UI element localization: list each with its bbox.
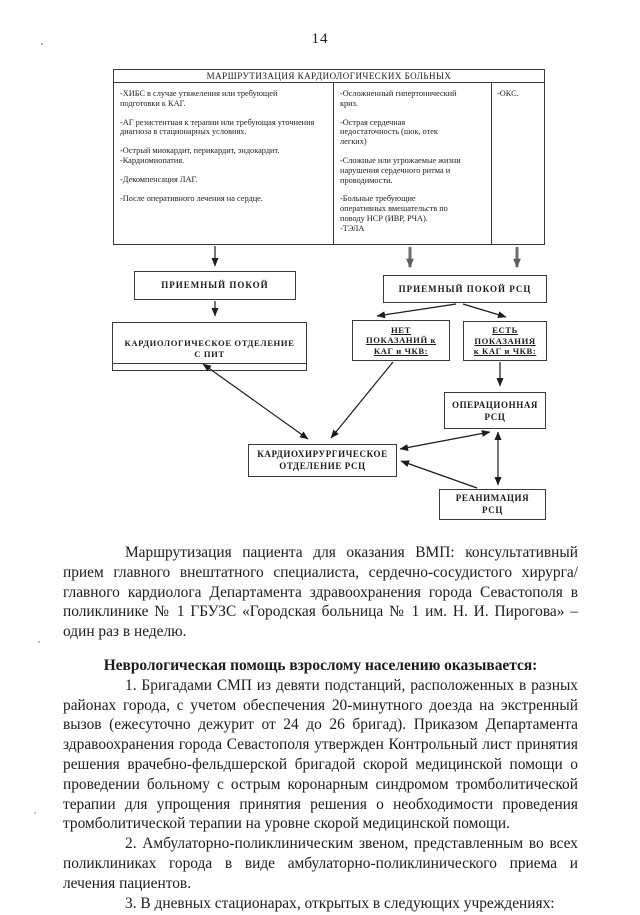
- arrow-no-indications-to-cardiosurgery: [330, 361, 394, 439]
- flow-box-cardiology-dept-empty-row: [113, 375, 306, 392]
- arrow-rsc-to-no-indications: [376, 303, 457, 319]
- paragraph-vmp-routing: Маршрутизация пациента для оказания ВМП:…: [63, 544, 578, 641]
- table-cell-item: -ОКС.: [497, 89, 519, 98]
- table-cell-item: -ХИБС в случае утяжеления или требующей …: [120, 89, 278, 108]
- scan-speck: [38, 641, 40, 643]
- scan-speck: [41, 43, 43, 45]
- routing-table-body: -ХИБС в случае утяжеления или требующей …: [114, 83, 544, 244]
- routing-table-col2: -Осложненный гипертонический криз. -Остр…: [334, 83, 492, 244]
- table-cell-item: -Острый миокардит, перикардит, эндокарди…: [120, 146, 280, 165]
- table-cell-item: -Сложные или угрожаемые жизни нарушения …: [340, 155, 461, 185]
- flow-box-reanimation-rsc: РЕАНИМАЦИЯ РСЦ: [439, 489, 546, 520]
- page-number: 14: [311, 31, 329, 47]
- flow-box-operating-rsc: ОПЕРАЦИОННАЯ РСЦ: [444, 392, 546, 429]
- body-text: Маршрутизация пациента для оказания ВМП:…: [63, 543, 578, 913]
- scan-speck: [34, 812, 36, 814]
- flow-box-reception-rsc: ПРИЕМНЫЙ ПОКОЙ РСЦ: [383, 275, 547, 303]
- arrow-cardiosurgery-operating: [399, 430, 491, 451]
- table-cell-item: -Острая сердечная недостаточность (шок, …: [340, 117, 438, 147]
- flow-box-cardiology-dept-label: КАРДИОЛОГИЧЕСКОЕ ОТДЕЛЕНИЕ С ПИТ: [113, 334, 306, 364]
- arrow-reanimation-to-cardiosurgery: [400, 460, 478, 489]
- paragraph-item-1: 1. Бригадами СМП из девяти подстанций, р…: [63, 676, 578, 833]
- routing-table-col1: -ХИБС в случае утяжеления или требующей …: [114, 83, 334, 244]
- routing-table-title: МАРШРУТИЗАЦИЯ КАРДИОЛОГИЧЕСКИХ БОЛЬНЫХ: [114, 70, 544, 83]
- table-cell-item: -После оперативного лечения на сердце.: [120, 193, 263, 203]
- table-cell-item: -АГ резистентная к терапии или требующая…: [120, 117, 315, 137]
- routing-table-col3: -ОКС.: [492, 83, 544, 244]
- table-cell-item: -Больные требующие оперативных вмешатель…: [340, 194, 448, 233]
- flow-box-has-indications: ЕСТЬ ПОКАЗАНИЯ к КАГ и ЧКВ:: [463, 321, 547, 361]
- table-cell-item: -Осложненный гипертонический криз.: [340, 89, 457, 108]
- section-heading-neurology: Неврологическая помощь взрослому населен…: [103, 656, 538, 674]
- flow-box-reception: ПРИЕМНЫЙ ПОКОЙ: [134, 271, 296, 300]
- flow-box-cardiology-dept: КАРДИОЛОГИЧЕСКОЕ ОТДЕЛЕНИЕ С ПИТ: [112, 322, 307, 371]
- routing-table: МАРШРУТИЗАЦИЯ КАРДИОЛОГИЧЕСКИХ БОЛЬНЫХ -…: [113, 69, 545, 245]
- paragraph-item-3: 3. В дневных стационарах, открытых в сле…: [125, 894, 555, 912]
- arrow-rsc-to-has-indications: [462, 303, 507, 319]
- flow-box-no-indications: НЕТ ПОКАЗАНИЙ к КАГ и ЧКВ:: [352, 320, 450, 361]
- table-cell-item: -Декомпенсация ЛАГ.: [120, 174, 198, 184]
- paragraph-item-2: 2. Амбулаторно-поликлиническим звеном, п…: [63, 835, 578, 892]
- flow-box-cardiosurgery-rsc: КАРДИОХИРУРГИЧЕСКОЕ ОТДЕЛЕНИЕ РСЦ: [248, 444, 397, 477]
